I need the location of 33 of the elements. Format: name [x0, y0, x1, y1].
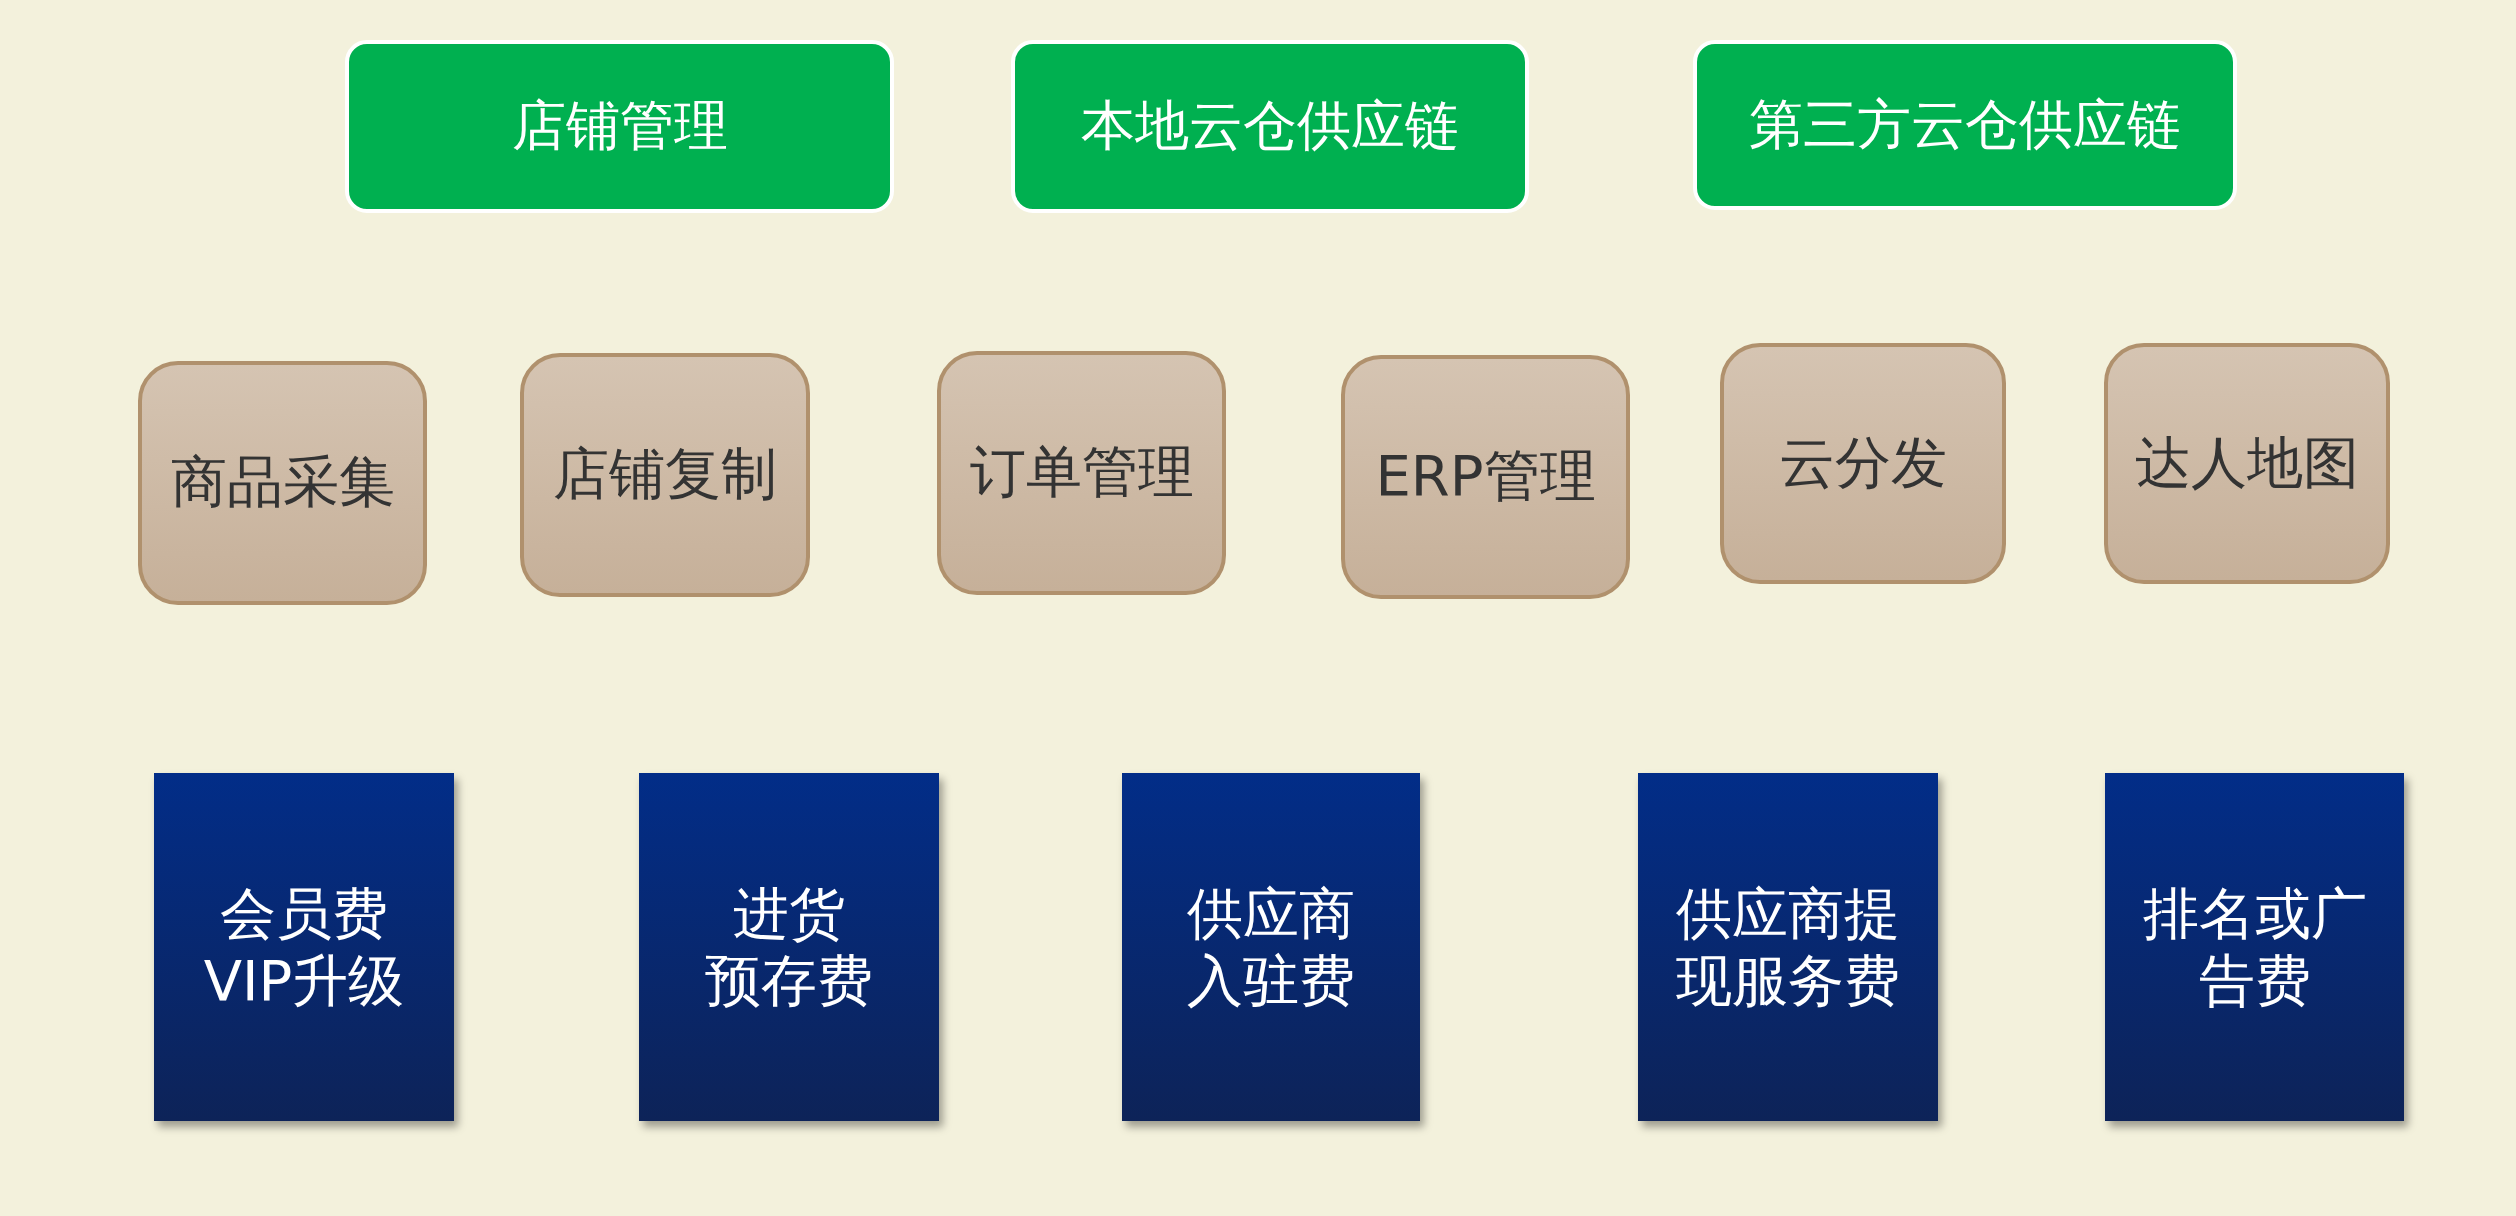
label-text: 现服务费	[1676, 947, 1900, 1015]
label-text: 商品采集	[170, 448, 395, 516]
fee-card	[154, 773, 454, 1121]
feature-box	[1720, 343, 2006, 584]
feature-box	[1341, 355, 1630, 599]
label-text: 供应商提	[1676, 879, 1900, 947]
label-text: 达人地图	[2135, 428, 2359, 497]
label-text: VIP升级	[203, 947, 405, 1015]
label-text: 告费	[2198, 947, 2311, 1015]
label-text: 进货	[733, 879, 845, 947]
label-text: 会员费	[220, 879, 388, 947]
feature-box	[937, 351, 1226, 595]
fee-card	[1122, 773, 1420, 1121]
label-text: 排名或广	[2142, 879, 2367, 947]
fee-card	[1638, 773, 1938, 1121]
feature-box	[520, 353, 810, 597]
category-button	[1011, 40, 1529, 213]
feature-box	[138, 361, 427, 605]
label-text: 订单管理	[969, 438, 1194, 506]
label-text: ERP管理	[1375, 442, 1596, 510]
label-text: 供应商	[1187, 879, 1355, 947]
label-text: 入驻费	[1187, 947, 1355, 1015]
label-text: 第三方云仓供应链	[1749, 91, 2181, 158]
label-text: 云分发	[1779, 428, 1947, 497]
label-text: 店铺复制	[553, 440, 777, 508]
label-text: 本地云仓供应链	[1081, 93, 1459, 159]
label-text: 店铺管理	[511, 93, 728, 159]
fee-card	[639, 773, 939, 1121]
label-text: 预存费	[705, 947, 873, 1015]
fee-card	[2105, 773, 2404, 1121]
category-button	[345, 40, 894, 213]
feature-box	[2104, 343, 2390, 584]
category-button	[1693, 40, 2237, 210]
